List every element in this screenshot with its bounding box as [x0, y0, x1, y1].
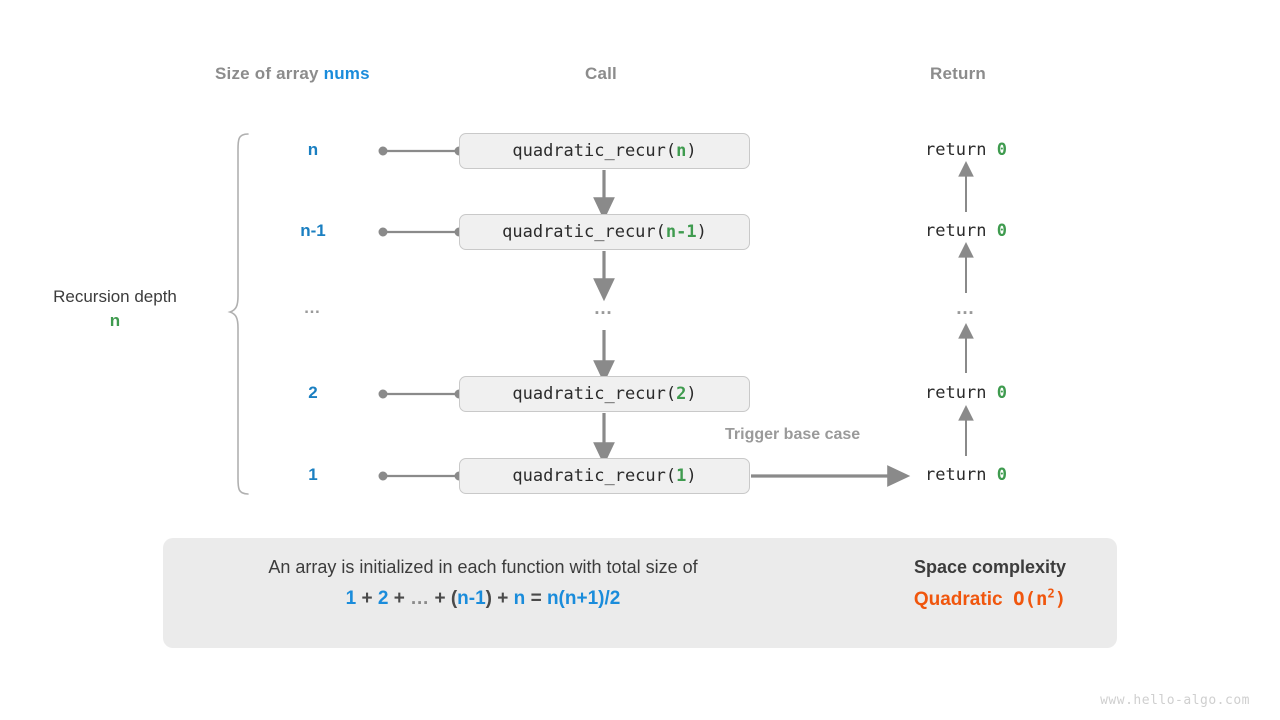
formula-equals: =	[530, 588, 542, 609]
formula-op-1: +	[361, 588, 373, 609]
summary-description: An array is initialized in each function…	[268, 557, 698, 577]
return-label-row-0-value: 0	[996, 140, 1007, 160]
call-box-row-3-name: quadratic_recur(	[512, 384, 677, 404]
header-size-text: Size of array	[215, 64, 324, 83]
call-box-row-3-close: )	[686, 384, 697, 404]
return-label-row-1-text: return	[925, 221, 997, 241]
formula-op-2: +	[393, 588, 405, 609]
call-box-row-4-name: quadratic_recur(	[512, 466, 677, 486]
recursion-depth-brace	[227, 133, 249, 495]
trigger-base-case-note: Trigger base case	[725, 426, 861, 443]
watermark: www.hello-algo.com	[1100, 693, 1250, 708]
call-box-row-0[interactable]: quadratic_recur(n)	[459, 133, 750, 169]
size-label-row-4: 1	[308, 465, 318, 484]
complexity-close-paren: )	[1054, 588, 1067, 610]
size-label-row-2: …	[303, 298, 323, 317]
call-box-row-4[interactable]: quadratic_recur(1)	[459, 458, 750, 494]
call-box-row-1-close: )	[696, 222, 707, 242]
call-ellipsis-row-2: …	[593, 298, 615, 319]
complexity-exponent: 2	[1047, 586, 1055, 601]
call-box-row-4-close: )	[686, 466, 697, 486]
return-label-row-3-value: 0	[996, 383, 1007, 403]
return-label-row-4-value: 0	[996, 465, 1007, 485]
call-box-row-3[interactable]: quadratic_recur(2)	[459, 376, 750, 412]
size-label-row-1: n-1	[300, 221, 326, 240]
call-box-row-0-name: quadratic_recur(	[512, 141, 677, 161]
formula-term-4: n-1	[457, 588, 486, 609]
return-label-row-4-text: return	[925, 465, 997, 485]
summary-right: Space complexity Quadratic O(n2)	[863, 554, 1117, 618]
space-complexity-title: Space complexity	[913, 557, 1067, 577]
return-label-row-4: return 0	[881, 465, 1051, 485]
return-ellipsis-row-2: …	[955, 298, 977, 319]
call-box-row-1-arg: n-1	[665, 222, 697, 242]
formula-op-4: +	[497, 588, 509, 609]
header-size-of-array: Size of array nums	[215, 64, 370, 84]
size-label-row-0: n	[307, 140, 319, 159]
complexity-big-o: O(n	[1013, 588, 1048, 610]
return-label-row-1: return 0	[881, 221, 1051, 241]
formula-ellipsis: …	[410, 588, 430, 609]
return-label-row-3-text: return	[925, 383, 997, 403]
recursion-depth-value: n	[109, 311, 121, 331]
size-connectors	[378, 146, 464, 481]
return-label-row-1-value: 0	[996, 221, 1007, 241]
return-label-row-0-text: return	[925, 140, 997, 160]
return-label-row-0: return 0	[881, 140, 1051, 160]
formula-paren-open: (	[450, 588, 458, 609]
summary-left: An array is initialized in each function…	[163, 554, 803, 617]
call-box-row-1-name: quadratic_recur(	[502, 222, 666, 242]
return-label-row-3: return 0	[881, 383, 1051, 403]
summary-panel: An array is initialized in each function…	[163, 538, 1117, 648]
summary-formula: 1 + 2 + … + (n-1) + n = n(n+1)/2	[163, 581, 803, 617]
formula-term-2: 2	[377, 588, 389, 609]
recursion-depth-label: Recursion depth n	[5, 286, 225, 334]
header-return: Return	[930, 64, 986, 83]
call-box-row-0-close: )	[686, 141, 697, 161]
formula-op-3: +	[434, 588, 446, 609]
formula-term-5: n	[513, 588, 526, 609]
call-box-row-1[interactable]: quadratic_recur(n-1)	[459, 214, 750, 250]
space-complexity-value: Quadratic O(n2)	[863, 581, 1117, 618]
call-box-row-4-arg: 1	[676, 466, 687, 486]
complexity-word: Quadratic	[913, 589, 1003, 610]
recursion-depth-text: Recursion depth	[53, 287, 177, 306]
formula-paren-close: )	[485, 588, 492, 609]
formula-term-1: 1	[345, 588, 357, 609]
formula-result: n(n+1)/2	[546, 588, 621, 609]
call-box-row-3-arg: 2	[676, 384, 687, 404]
header-nums-token: nums	[323, 64, 370, 83]
header-call: Call	[585, 64, 617, 83]
size-label-row-3: 2	[308, 383, 318, 402]
call-box-row-0-arg: n	[676, 141, 687, 161]
